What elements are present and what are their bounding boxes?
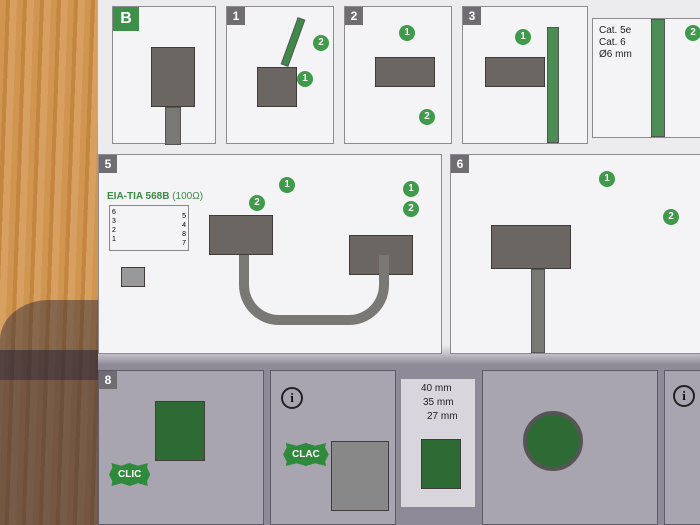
wall-socket [523,411,583,471]
pin-label: 1 [112,236,116,243]
pin-label: 8 [182,231,186,238]
dimension-27: 27 mm [427,411,458,422]
callout: 1 [599,171,615,187]
panel-b: B [112,6,216,145]
callout: 2 [249,195,265,211]
pin-label: 7 [182,240,186,247]
wall-plate [331,441,389,511]
panel-4: Cat. 5e Cat. 6 Ø6 mm 2 [592,18,700,138]
callout: 2 [663,209,679,225]
clac-label: CLAC [283,443,329,466]
keystone-jack [209,215,273,255]
callout: 1 [403,181,419,197]
info-icon: i [673,385,695,407]
callout: 1 [515,29,531,45]
dimension-40: 40 mm [421,383,452,394]
wiring-diagram: 6 3 2 1 5 4 8 7 [109,205,189,251]
keystone-jack [485,57,545,87]
cable [651,19,665,137]
wiring-standard: EIA-TIA 568B (100Ω) [107,191,203,202]
keystone-jack [155,401,205,461]
clic-label: CLIC [109,463,151,486]
panel-info-3 [482,370,658,525]
callout: 2 [419,109,435,125]
panel-edge: i [664,370,700,525]
cable [531,269,545,353]
panel-label: 8 [99,371,117,389]
panel-label: 6 [451,155,469,173]
panel-label: 5 [99,155,117,173]
pin-label: 2 [112,227,116,234]
cable-loop [239,255,389,325]
panel-info-2: 40 mm 35 mm 27 mm [400,378,476,508]
spec-cat6: Cat. 6 [599,37,626,48]
panel-8: 8 CLIC [98,370,264,525]
panel-label: B [113,7,139,31]
callout: 1 [399,25,415,41]
screwdriver [280,17,306,67]
panel-1: 1 2 1 [226,6,334,144]
panel-label: 2 [345,7,363,25]
cable [547,27,559,143]
spec-diameter: Ø6 mm [599,49,632,60]
keystone-jack [375,57,435,87]
cable-spec: Cat. 5e Cat. 6 Ø6 mm [599,25,632,61]
pin-label: 5 [182,213,186,220]
impedance: (100Ω) [172,191,204,202]
panel-3: 3 1 [462,6,588,144]
callout: 2 [685,25,700,41]
panel-2: 2 1 2 [344,6,452,144]
panel-info-1: i CLAC [270,370,396,525]
panel-label: 1 [227,7,245,25]
rj45-port [121,267,145,287]
standard-name: EIA-TIA 568B [107,191,170,202]
panel-6: 6 1 2 [450,154,700,354]
cable [165,107,181,145]
keystone-jack [491,225,571,269]
shadow [0,350,98,525]
panel-label: 3 [463,7,481,25]
pin-label: 6 [112,209,116,216]
keystone-jack [257,67,297,107]
info-icon: i [281,387,303,409]
keystone-jack [421,439,461,489]
pin-label: 3 [112,218,116,225]
callout: 1 [279,177,295,193]
pin-label: 4 [182,222,186,229]
spec-cat5e: Cat. 5e [599,25,632,36]
dimension-35: 35 mm [423,397,454,408]
instruction-sheet: B 1 2 1 2 1 2 3 1 Cat. 5e Cat. 6 Ø6 mm 2… [98,0,700,525]
callout: 2 [313,35,329,51]
keystone-jack [151,47,195,107]
callout: 2 [403,201,419,217]
callout: 1 [297,71,313,87]
